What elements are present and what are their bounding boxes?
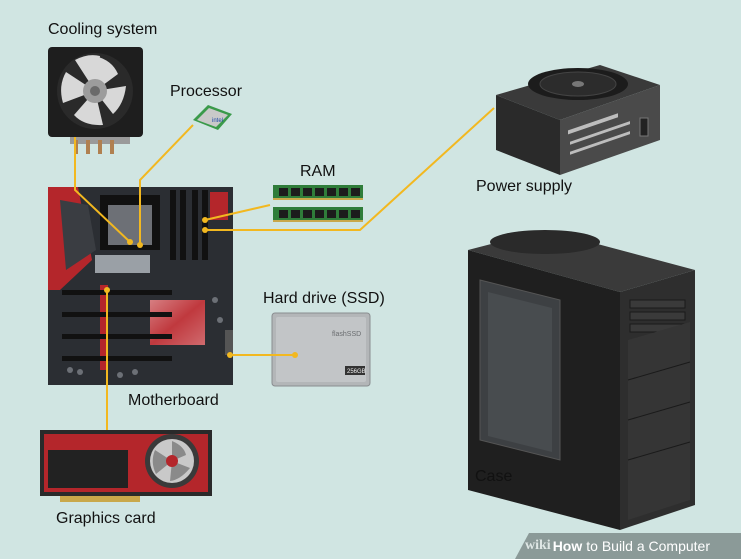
label-hard-drive: Hard drive (SSD) — [263, 290, 385, 307]
watermark-how: How — [552, 538, 583, 554]
ssd-drive-icon: flashSSD 256GB — [271, 312, 371, 387]
ssd-capacity-text: 256GB — [347, 369, 366, 375]
label-case: Case — [475, 468, 513, 485]
label-cooling-system: Cooling system — [48, 21, 158, 38]
cooling-fan-icon — [48, 47, 143, 154]
connector-cooling — [74, 137, 131, 243]
power-supply-icon — [496, 65, 660, 175]
label-motherboard: Motherboard — [128, 392, 219, 409]
connector-ram-1 — [204, 204, 271, 221]
label-graphics-card: Graphics card — [56, 510, 156, 527]
watermark-wiki: wiki — [525, 538, 551, 553]
graphics-card-icon — [40, 430, 212, 502]
connector-processor — [139, 124, 194, 245]
label-power-supply: Power supply — [476, 178, 573, 195]
ram-sticks-icon — [273, 185, 363, 222]
watermark-title: to Build a Computer — [586, 538, 710, 554]
processor-brand-text: intel — [212, 118, 223, 124]
computer-case-icon — [468, 230, 695, 530]
ssd-brand-text: flashSSD — [332, 331, 361, 338]
wikihow-watermark: wiki How to Build a Computer — [515, 533, 741, 559]
label-ram: RAM — [300, 163, 336, 180]
processor-chip-icon: intel — [193, 105, 232, 130]
label-processor: Processor — [170, 83, 243, 100]
connector-power — [205, 107, 495, 231]
connector-lines — [74, 107, 495, 430]
